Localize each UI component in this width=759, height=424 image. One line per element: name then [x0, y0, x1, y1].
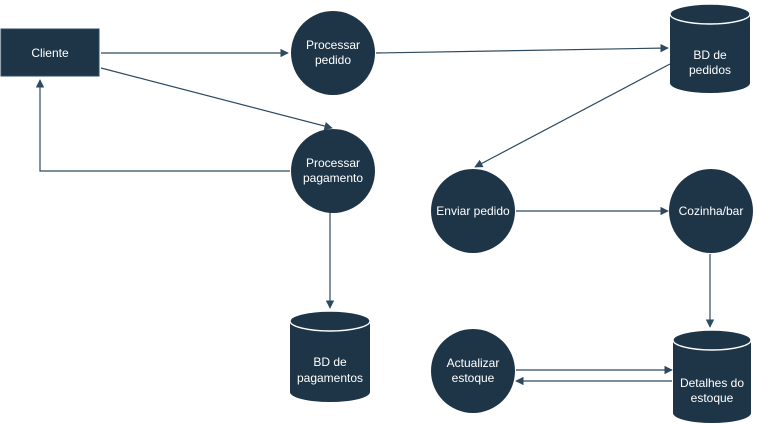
datastore-bd-pedidos[interactable]: BD de pedidos — [669, 3, 751, 93]
actualizar-estoque-label-line1: Actualizar — [447, 356, 500, 370]
cliente-box — [0, 28, 100, 77]
enviar-pedido-circle — [431, 169, 515, 253]
cozinha-bar-circle — [669, 169, 753, 253]
detalhes-estoque-label-line2: estoque — [691, 391, 734, 405]
processar-pedido-label-line1: Processar — [306, 38, 360, 52]
bd-pedidos-body — [670, 14, 750, 93]
actualizar-estoque-label-line2: estoque — [452, 371, 495, 385]
process-enviar-pedido[interactable]: Enviar pedido — [431, 169, 515, 253]
bd-pagamentos-body — [290, 321, 370, 402]
detalhes-estoque-label-line1: Detalhes do — [680, 376, 744, 390]
edge-processar-pagamento-to-cliente — [35, 79, 290, 172]
cliente-label: Cliente — [31, 46, 69, 60]
process-cozinha-bar[interactable]: Cozinha/bar — [669, 169, 753, 253]
processar-pedido-label-line2: pedido — [315, 53, 351, 67]
bd-pagamentos-label-line2: pagamentos — [297, 371, 363, 385]
bd-pedidos-label-line2: pedidos — [689, 63, 731, 77]
entity-cliente[interactable]: Cliente — [0, 28, 100, 77]
detalhes-estoque-body — [673, 340, 751, 423]
process-processar-pagamento[interactable]: Processar pagamento — [291, 129, 375, 213]
datastore-bd-pagamentos[interactable]: BD de pagamentos — [289, 310, 371, 402]
actualizar-estoque-circle — [431, 329, 515, 413]
processar-pagamento-label-line2: pagamento — [303, 171, 363, 185]
processar-pagamento-circle — [291, 129, 375, 213]
processar-pedido-circle — [291, 11, 375, 95]
processar-pagamento-label-line1: Processar — [306, 156, 360, 170]
edges — [35, 43, 715, 386]
edge-bd-pedidos-to-enviar-pedido — [474, 63, 671, 168]
bd-pagamentos-label-line1: BD de — [313, 355, 347, 369]
process-processar-pedido[interactable]: Processar pedido — [291, 11, 375, 95]
detalhes-estoque-top — [672, 329, 752, 351]
enviar-pedido-label: Enviar pedido — [436, 204, 510, 218]
bd-pedidos-top — [669, 3, 751, 25]
process-actualizar-estoque[interactable]: Actualizar estoque — [431, 329, 515, 413]
cozinha-bar-label: Cozinha/bar — [679, 204, 744, 218]
edge-processar-pedido-to-bd-pedidos — [375, 43, 669, 54]
datastore-detalhes-estoque[interactable]: Detalhes do estoque — [672, 329, 752, 423]
bd-pagamentos-top — [289, 310, 371, 332]
edge-cliente-to-processar-pagamento — [100, 67, 333, 131]
bd-pedidos-label-line1: BD de — [693, 48, 727, 62]
